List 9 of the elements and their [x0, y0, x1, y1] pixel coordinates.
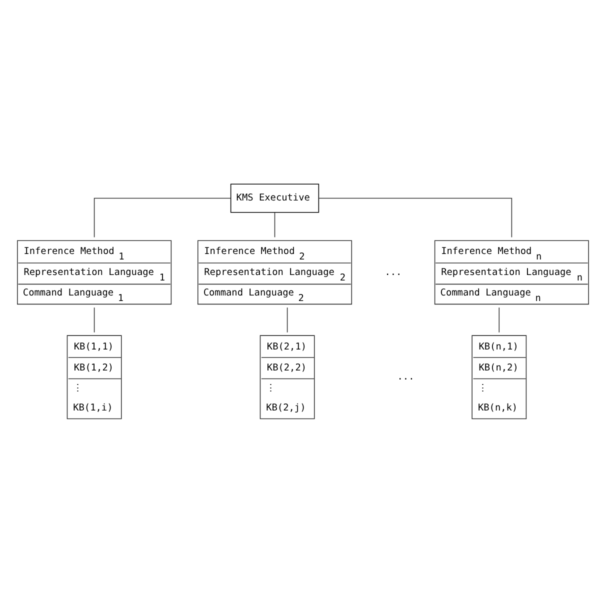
connector [498, 306, 500, 332]
label: ... [384, 266, 402, 278]
connector [318, 197, 512, 238]
connector [274, 212, 276, 238]
connector [94, 306, 95, 332]
connector [94, 197, 231, 238]
node-box: KMS Executive [230, 183, 320, 212]
label: ... [397, 371, 414, 382]
connector [286, 306, 288, 332]
